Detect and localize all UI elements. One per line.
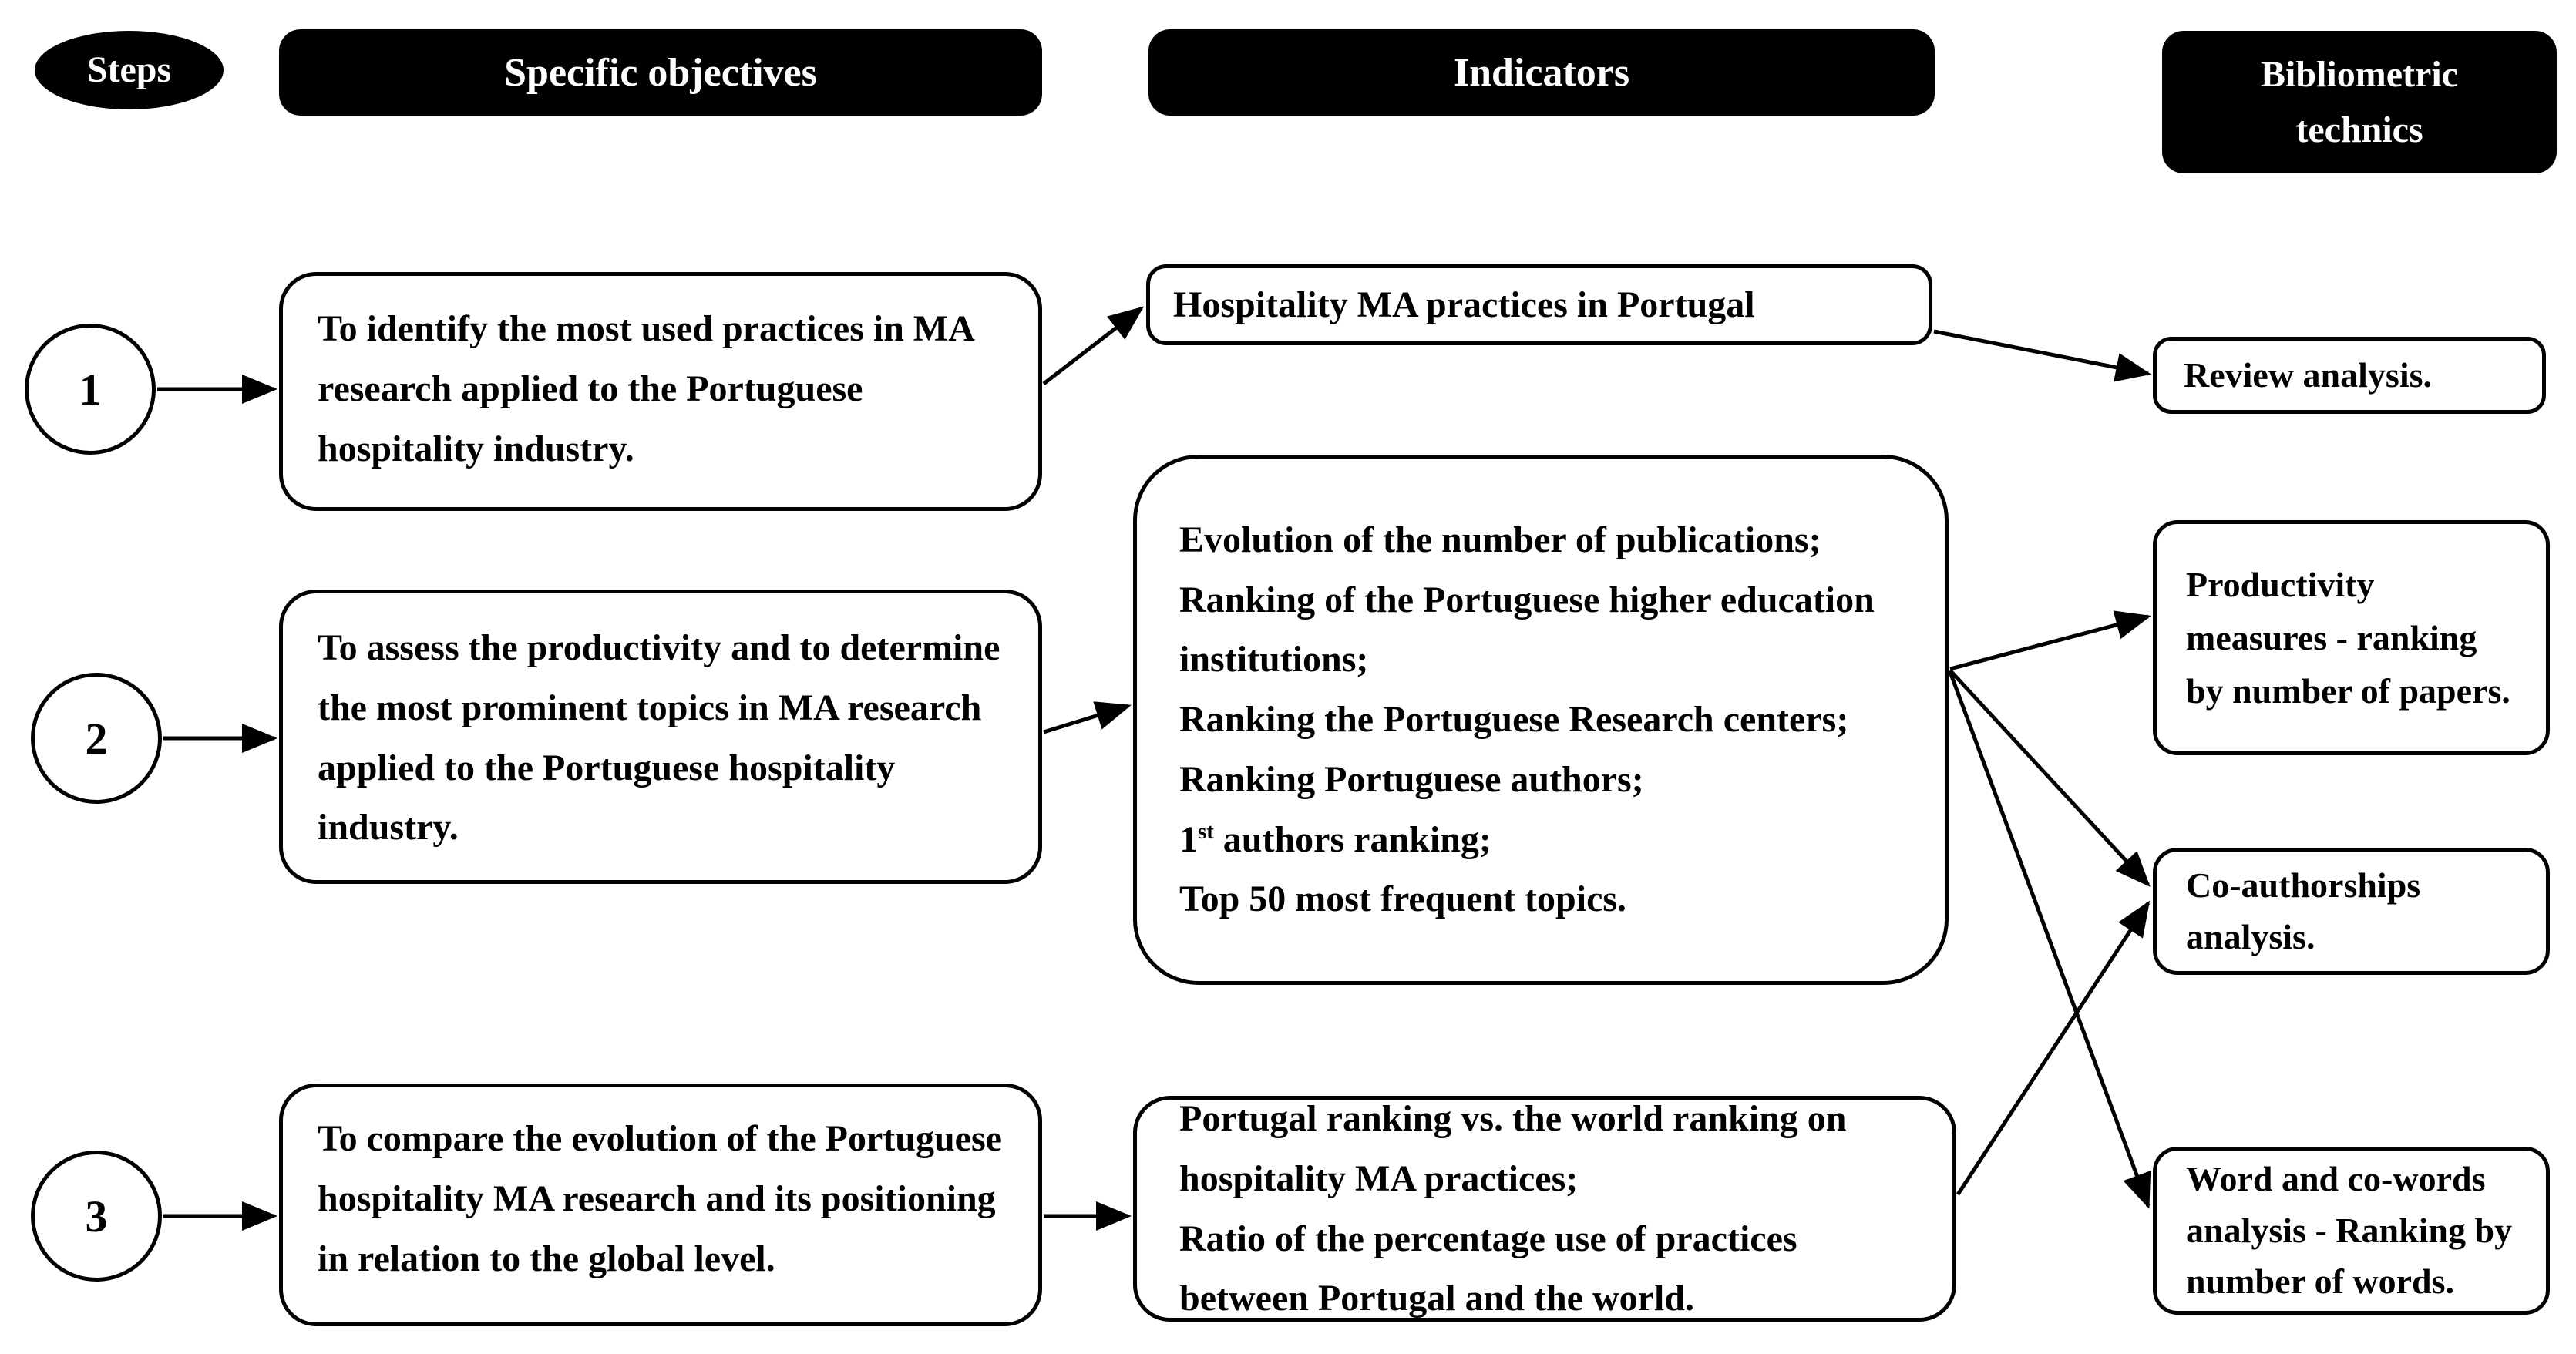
technic-text-review: Review analysis. [2184,355,2432,395]
indicator2-line-4: Ranking Portuguese authors; [1179,758,1644,800]
technic-box-coauthorships: Co-authorships analysis. [2153,848,2550,975]
header-indicators-label: Indicators [1453,50,1630,95]
arrow-indicator2-to-productivity [1949,610,2151,671]
technic-text-words: Word and co-words analysis - Ranking by … [2186,1158,2513,1302]
step-number-1: 1 [79,364,102,415]
technic-text-coauthorships: Co-authorships analysis. [2186,865,2421,956]
header-bibliometric-line1: Bibliometric [2261,53,2458,95]
step-number-3: 3 [85,1191,108,1241]
objective-box-1: To identify the most used practices in M… [279,272,1042,511]
arrow-indicator3-to-coauthorships [1956,900,2151,1196]
indicator-box-2: Evolution of the number of publications;… [1133,455,1949,985]
header-bibliometric-line2: technics [2295,109,2423,150]
objective-text-3: To compare the evolution of the Portugue… [318,1118,1002,1279]
technic-box-words: Word and co-words analysis - Ranking by … [2153,1147,2550,1315]
step-circle-3: 3 [31,1151,162,1282]
header-bibliometric-technics: Bibliometric technics [2162,31,2557,173]
indicator2-line-3: Ranking the Portuguese Research centers; [1179,699,1849,741]
indicator2-line-2: Ranking of the Portuguese higher educati… [1179,579,1875,680]
header-indicators: Indicators [1148,29,1935,116]
objective-text-2: To assess the productivity and to determ… [318,627,1000,848]
header-steps-label: Steps [86,49,172,90]
technic-box-review: Review analysis. [2153,337,2546,414]
indicator-text-1: Hospitality MA practices in Portugal [1173,284,1755,325]
step-circle-1: 1 [25,324,156,455]
indicator-text-3: Portugal ranking vs. the world ranking o… [1179,1098,1847,1319]
arrow-indicator2-to-words [1948,671,2151,1209]
indicator2-line5-sup: st [1198,818,1214,844]
indicator2-line5-base: 1 [1179,818,1198,860]
header-specific-objectives-label: Specific objectives [504,50,817,95]
arrow-indicator1-to-review [1933,329,2151,382]
header-steps: Steps [35,31,224,109]
indicator2-line-5: 1st authors ranking; [1179,810,1902,870]
objective-text-1: To identify the most used practices in M… [318,308,974,469]
header-specific-objectives: Specific objectives [279,29,1042,116]
step-circle-2: 2 [31,673,162,804]
technic-box-productivity: Productivity measures - ranking by numbe… [2153,520,2550,755]
objective-box-2: To assess the productivity and to determ… [279,590,1042,884]
arrow-objective1-to-indicator1 [1042,306,1145,385]
arrow-indicator2-to-coauthorships [1949,669,2151,887]
indicator2-line-6: Top 50 most frequent topics. [1179,879,1627,920]
indicator-box-3: Portugal ranking vs. the world ranking o… [1133,1096,1956,1322]
arrow-objective2-to-indicator2 [1043,701,1132,734]
step-number-2: 2 [85,713,108,764]
objective-box-3: To compare the evolution of the Portugue… [279,1084,1042,1326]
indicator2-line5-rest: authors ranking; [1213,818,1491,860]
technic-text-productivity: Productivity measures - ranking by numbe… [2186,565,2510,711]
indicator2-line-1: Evolution of the number of publications; [1179,519,1821,560]
indicator-box-1: Hospitality MA practices in Portugal [1146,264,1932,345]
